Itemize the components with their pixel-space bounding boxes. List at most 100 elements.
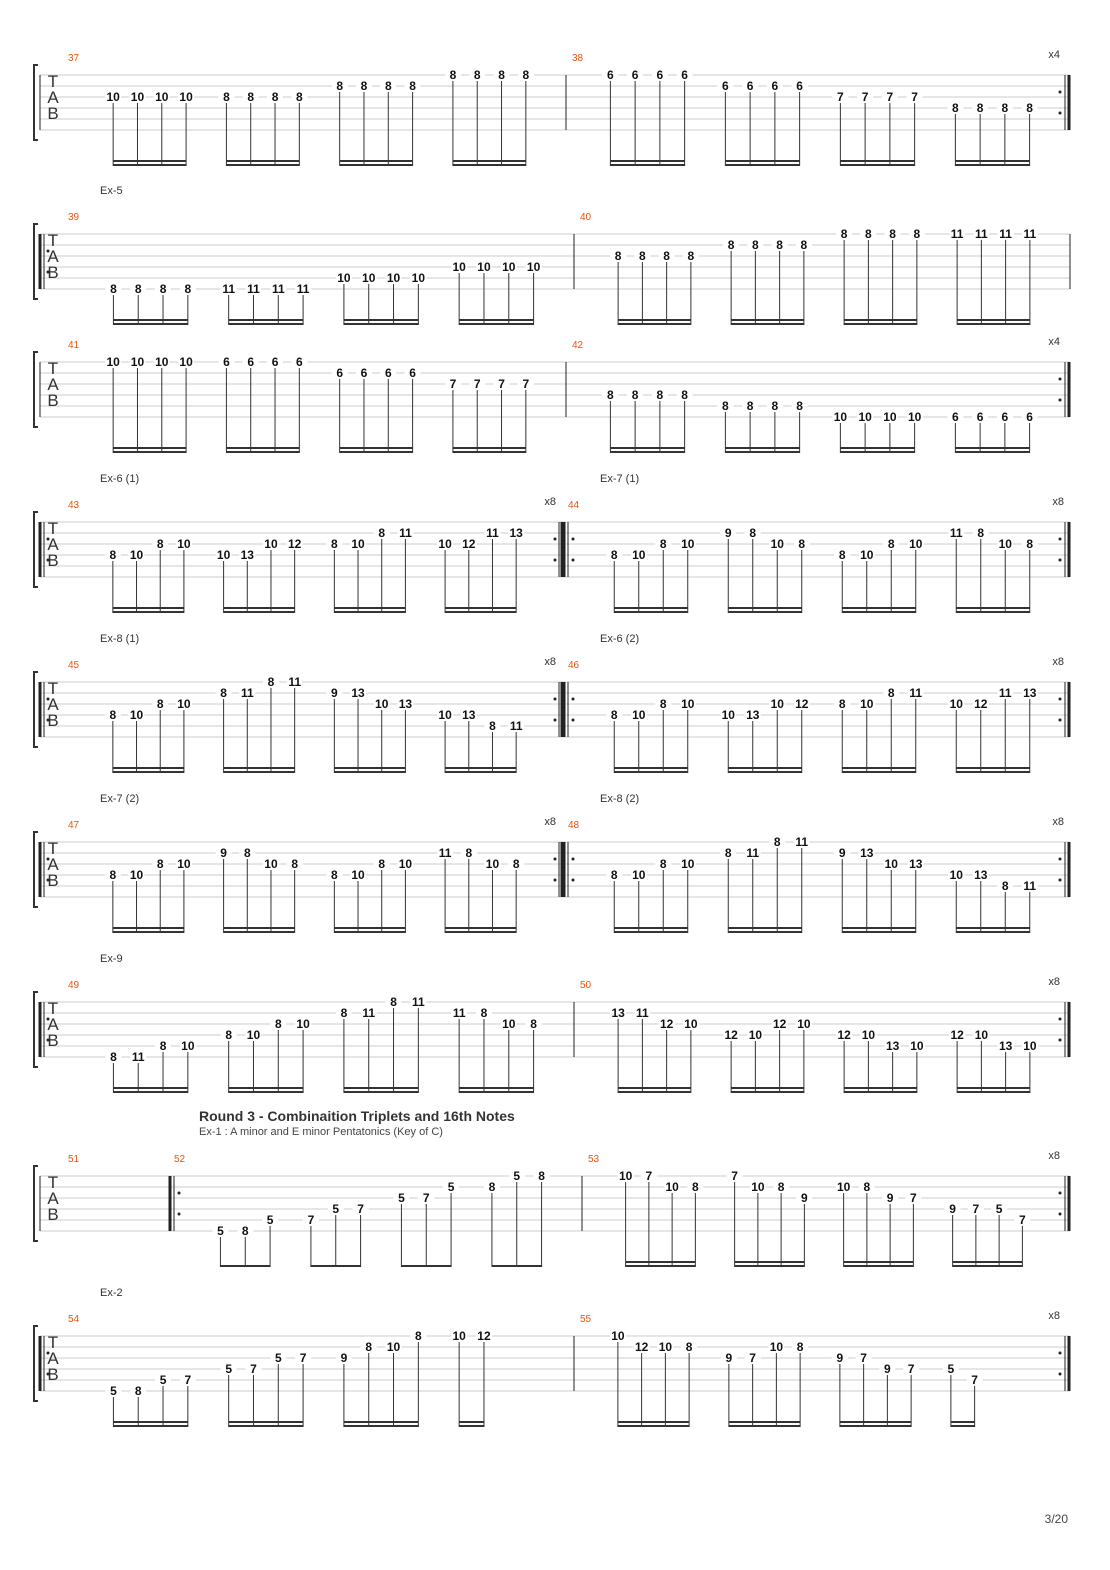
fret-knockout: [105, 1385, 122, 1396]
fret-number: 10: [659, 1340, 673, 1354]
fret-knockout: [508, 1170, 525, 1181]
repeat-dot: [553, 857, 557, 861]
fret-number: 8: [749, 526, 756, 540]
fret-number: 13: [886, 1039, 900, 1053]
fret-number: 10: [438, 708, 452, 722]
fret-number: 7: [860, 1351, 867, 1365]
fret-number: 8: [774, 835, 781, 849]
fret-number: 10: [681, 697, 695, 711]
fret-knockout: [942, 1363, 959, 1374]
fret-knockout: [475, 1330, 492, 1341]
fret-knockout: [175, 538, 192, 549]
tab-clef-letter: T: [48, 679, 58, 698]
fret-number: 10: [950, 697, 964, 711]
fret-knockout: [350, 538, 367, 549]
fret-knockout: [153, 91, 170, 102]
fret-number: 8: [378, 526, 385, 540]
fret-number: 8: [409, 79, 416, 93]
fret-number: 13: [611, 1006, 625, 1020]
fret-number: 10: [387, 1340, 401, 1354]
fret-knockout: [1021, 102, 1038, 113]
repeat-dot: [571, 718, 575, 722]
fret-number: 12: [724, 1028, 738, 1042]
fret-knockout: [630, 869, 647, 880]
repeat-dot: [553, 537, 557, 541]
fret-number: 8: [110, 282, 117, 296]
fret-knockout: [972, 869, 989, 880]
measure-number: 42: [572, 340, 584, 351]
fret-knockout: [602, 69, 619, 80]
fret-knockout: [1014, 1214, 1031, 1225]
fret-knockout: [651, 69, 668, 80]
fret-knockout: [997, 538, 1014, 549]
fret-number: 6: [657, 68, 664, 82]
fret-number: 10: [399, 857, 413, 871]
fret-number: 6: [1026, 410, 1033, 424]
repeat-dot: [46, 249, 50, 253]
note-beam: [223, 611, 295, 613]
fret-number: 5: [267, 1213, 274, 1227]
repeat-dot: [1058, 857, 1062, 861]
fret-number: 8: [952, 101, 959, 115]
fret-number: 13: [399, 697, 413, 711]
repeat-dot: [1058, 1038, 1062, 1042]
fret-knockout: [948, 698, 965, 709]
note-beam: [728, 767, 802, 769]
fret-number: 8: [272, 90, 279, 104]
note-beam: [339, 451, 413, 453]
repeat-dot: [46, 537, 50, 541]
note-beam: [956, 607, 1030, 609]
note-beam: [334, 931, 406, 933]
fret-number: 8: [481, 1006, 488, 1020]
fret-knockout: [525, 1018, 542, 1029]
fret-number: 11: [288, 675, 301, 689]
repeat-count-label: x8: [544, 816, 556, 828]
fret-number: 5: [160, 1373, 167, 1387]
fret-number: 6: [336, 366, 343, 380]
fret-knockout: [437, 847, 454, 858]
fret-knockout: [687, 1181, 704, 1192]
fret-knockout: [404, 80, 421, 91]
fret-number: 10: [770, 1340, 784, 1354]
fret-number: 7: [749, 1351, 756, 1365]
note-beam: [950, 1425, 975, 1427]
fret-knockout: [104, 869, 121, 880]
repeat-dot: [46, 1351, 50, 1355]
fret-number: 8: [331, 537, 338, 551]
note-beam: [113, 1087, 188, 1089]
fret-number: 12: [795, 697, 809, 711]
fret-knockout: [630, 709, 647, 720]
fret-knockout: [239, 687, 256, 698]
tab-clef-letter: T: [48, 1333, 58, 1352]
fret-number: 13: [999, 1039, 1013, 1053]
fret-knockout: [437, 709, 454, 720]
fret-number: 7: [308, 1213, 315, 1227]
fret-knockout: [104, 549, 121, 560]
fret-knockout: [749, 1181, 766, 1192]
repeat-dot: [571, 857, 575, 861]
note-beam: [614, 927, 688, 929]
fret-number: 10: [130, 868, 144, 882]
fret-number: 6: [607, 68, 614, 82]
fret-number: 10: [862, 1028, 876, 1042]
fret-knockout: [723, 1029, 740, 1040]
fret-knockout: [972, 527, 989, 538]
fret-knockout: [215, 847, 232, 858]
fret-number: 10: [632, 708, 646, 722]
fret-number: 5: [948, 1362, 955, 1376]
note-beam: [610, 447, 685, 449]
fret-number: 10: [130, 548, 144, 562]
fret-number: 10: [181, 1039, 195, 1053]
fret-knockout: [769, 698, 786, 709]
note-beam: [445, 767, 517, 769]
fret-number: 11: [241, 686, 254, 700]
fret-number: 8: [888, 686, 895, 700]
note-beam: [731, 1091, 804, 1093]
fret-knockout: [326, 869, 343, 880]
fret-knockout: [997, 1040, 1014, 1051]
note-beam: [223, 927, 295, 929]
measure-number: 37: [68, 53, 80, 64]
repeat-dot: [46, 558, 50, 562]
note-beam: [112, 771, 184, 773]
note-beam: [955, 160, 1030, 162]
